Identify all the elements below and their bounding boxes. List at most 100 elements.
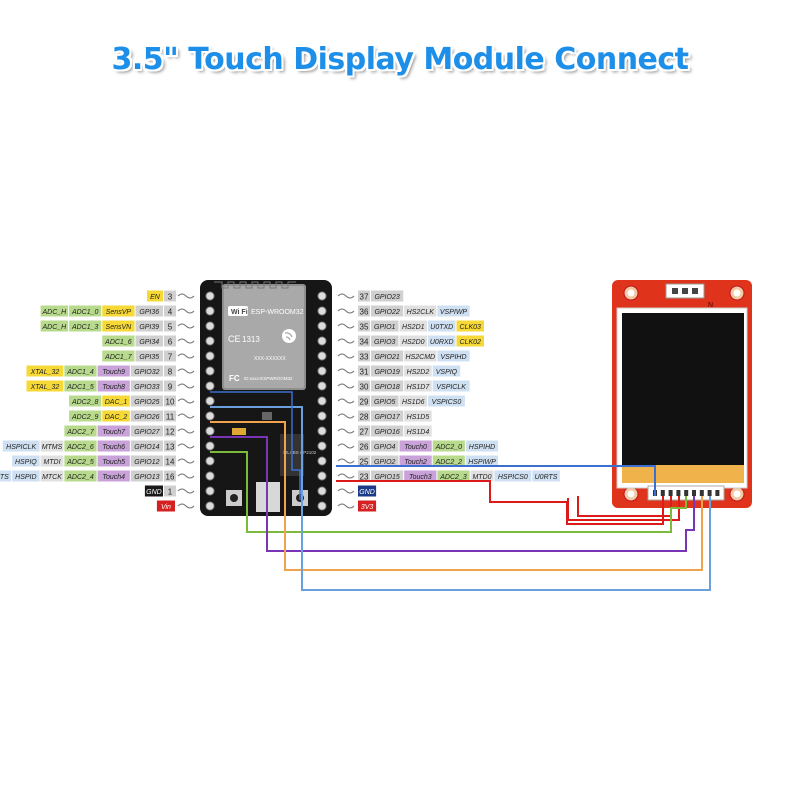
pin-function-tag [371,290,404,302]
pin-function-label: ADC2_3 [439,474,467,481]
pin-function-label: MTMS [42,444,63,451]
pin-number-box [358,395,370,407]
pin-connector [177,443,195,449]
pin-function-label: U0TXD [430,324,453,331]
pin-function-tag [358,500,377,512]
pin-function-label: SensVP [106,309,132,316]
pin-function-tag [456,320,484,332]
pin-function-label: HS2CMD [406,354,436,361]
pin-function-label: HSPIHD [469,444,495,451]
wire-led [210,406,711,591]
pin-number: 7 [168,353,173,362]
pin-function-tag [371,470,404,482]
pin-function-tag [432,380,470,392]
pin-function-label: GPIO5 [374,399,396,406]
pin-function-tag [399,320,427,332]
pin-function-label: CLK02 [460,339,482,346]
pin-number-box [358,440,370,452]
pin-function-tag [371,440,399,452]
pin-function-label: HSPID [15,474,36,481]
pin-function-label: HS1D6 [402,399,425,406]
pin-function-tag [437,305,470,317]
usb-chip-label: SILABS CP2102 [283,450,317,455]
pin-function-tag [69,320,102,332]
pin-hole [317,381,327,391]
pin-number: 1 [168,488,173,497]
pin-hole [317,396,327,406]
pin-connector [337,443,355,449]
pin-function-tag [428,320,456,332]
pin-function-label: ADC1_7 [104,354,133,361]
pin-number-box [358,320,370,332]
display-pin [660,490,665,496]
pin-function-label: U0CTS [0,474,9,481]
pin-number: 27 [360,428,369,437]
pin-function-label: GPIO19 [374,369,399,376]
pin-connector [177,338,195,344]
pin-function-tag [26,380,64,392]
pin-function-tag [404,350,437,362]
pin-function-tag [147,290,163,302]
pin-function-label: ADC_H [41,309,67,316]
pin-connector [337,308,355,314]
pin-number: 6 [168,338,173,347]
pin-function-tag [2,440,40,452]
pin-connector [177,353,195,359]
pin-function-label: HS2CLK [407,309,435,316]
pin-function-tag [404,470,437,482]
pin-function-label: GPI39 [139,324,159,331]
pin-number: 26 [360,443,369,452]
pin-function-label: ADC2_9 [71,414,99,421]
pin-function-label: GPIO12 [134,459,159,466]
pin-hole [205,441,215,451]
pin-connector [177,428,195,434]
pin-number: 25 [360,458,369,467]
pin-function-tag [465,455,499,467]
pin-number-box [358,380,370,392]
pin-function-tag [428,335,456,347]
pin-function-label: ADC2_5 [66,459,94,466]
pin-function-tag [69,410,102,422]
pin-function-label: 3V3 [361,504,374,511]
svg-text:CE: CE [228,334,241,344]
pin-connector [177,323,195,329]
pin-connector [177,308,195,314]
pin-function-label: VSPIHD [440,354,466,361]
pin-function-label: GND [146,489,162,496]
pin-function-label: GPIO16 [374,429,399,436]
pin-function-label: HS2D2 [407,369,430,376]
pin-number-box [164,335,176,347]
pin-hole [205,426,215,436]
pin-connector [177,383,195,389]
pin-number-box [164,485,176,497]
pin-number-box [164,350,176,362]
pin-function-tag [64,440,97,452]
pin-function-label: ADC2_8 [71,399,99,406]
capacitor [232,428,246,435]
pin-connector [337,473,355,479]
pin-connector [337,398,355,404]
left-pin-labels: 3EN4GPI36SensVPADC1_0ADC_H5GPI39SensVNAD… [0,290,195,512]
pin-function-tag [371,410,404,422]
pin-function-label: Touch0 [404,444,427,451]
pin-hole [317,456,327,466]
pin-number: 14 [166,458,175,467]
pin-function-label: SensVN [106,324,133,331]
pin-function-tag [40,455,64,467]
pin-function-tag [102,305,135,317]
pin-function-tag [399,440,432,452]
pin-number-box [358,425,370,437]
pin-function-label: ADC1_4 [66,369,94,376]
pin-function-label: Touch4 [102,474,125,481]
pin-hole [317,426,327,436]
pin-function-label: ADC2_2 [435,459,463,466]
pin-connector [177,368,195,374]
pin-number: 36 [360,308,369,317]
pin-function-tag [64,365,97,377]
pin-function-tag [64,425,97,437]
pin-function-label: GND [359,489,375,496]
pin-function-tag [130,380,163,392]
pin-function-tag [102,320,135,332]
pin-function-label: HS2D0 [402,339,425,346]
